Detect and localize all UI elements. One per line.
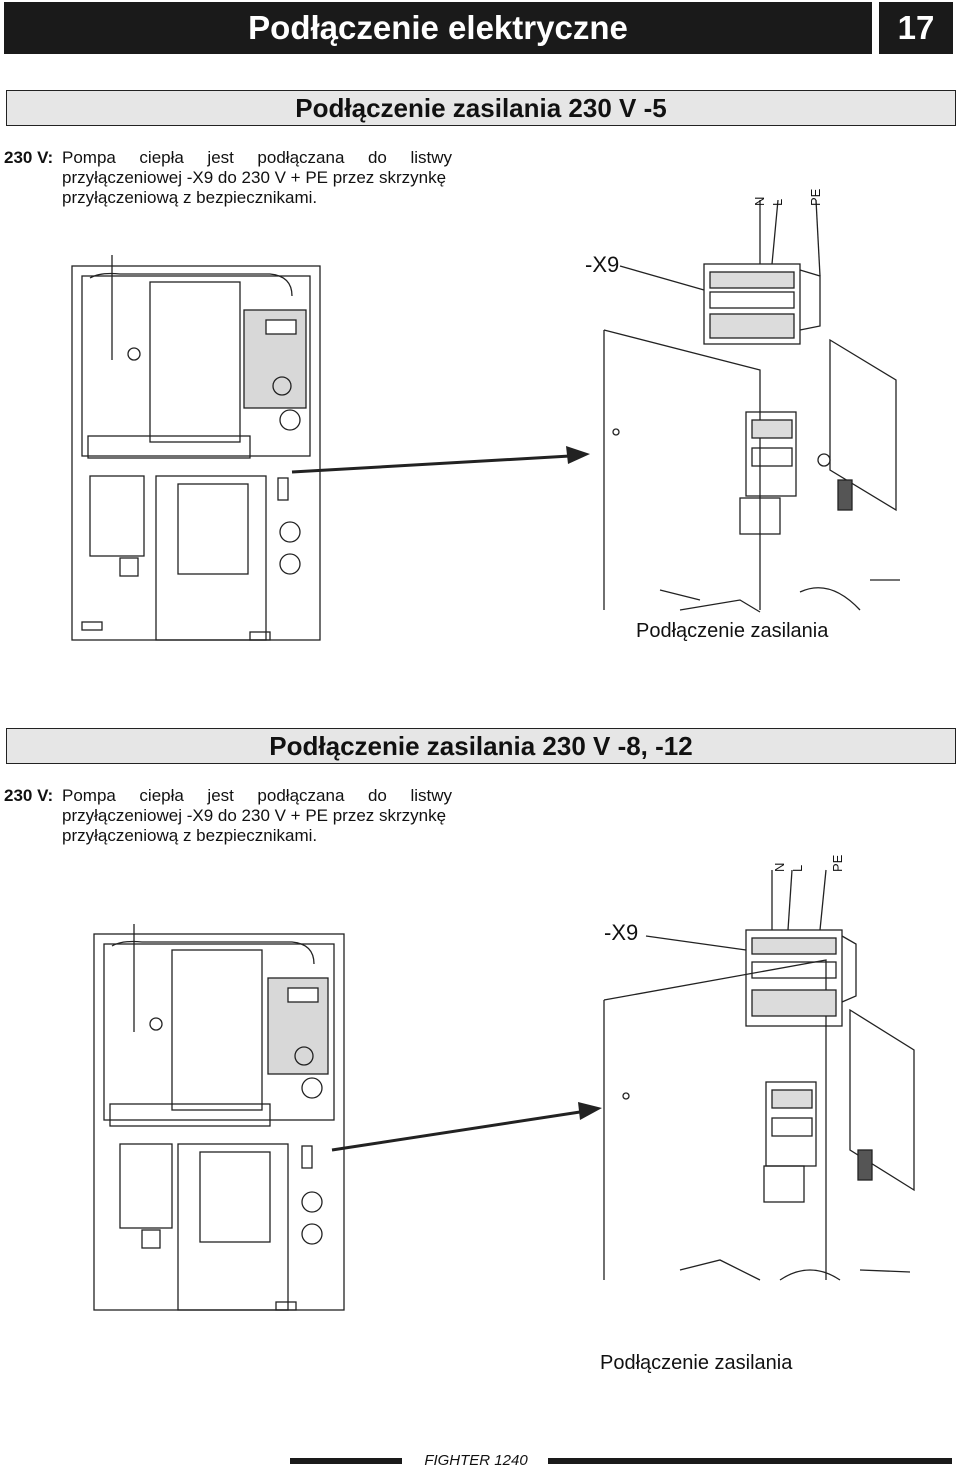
footer-product-name: FIGHTER 1240 (424, 1452, 528, 1469)
text-line: przyłączeniowej -X9 do 230 V + PE przez … (62, 806, 447, 825)
wire-label-l: L (770, 198, 785, 206)
section-text-2: 230 V: Pompa ciepła jest podłączana do l… (4, 786, 452, 846)
wire-label-pe: PE (830, 854, 845, 872)
wire-label-l: L (790, 864, 805, 872)
wiring-diagram-2 (93, 869, 915, 1311)
section-title-2: Podłączenie zasilania 230 V -8, -12 (6, 728, 956, 764)
text-line: Pompa ciepła jest podłączana do listwy (62, 148, 452, 167)
page-number: 17 (879, 2, 953, 54)
section-text-1: 230 V: Pompa ciepła jest podłączana do l… (4, 148, 452, 208)
text-line: przyłączeniowej -X9 do 230 V + PE przez … (62, 168, 447, 187)
wire-label-n: N (752, 196, 767, 206)
voltage-label: 230 V: (4, 786, 54, 805)
header-bar (4, 2, 872, 54)
section-title-1: Podłączenie zasilania 230 V -5 (6, 90, 956, 126)
text-line: przyłączeniową z bezpiecznikami. (62, 188, 318, 207)
text-line: przyłączeniową z bezpiecznikami. (62, 826, 318, 845)
terminal-label: -X9 (585, 252, 620, 277)
wire-label-n: N (772, 862, 787, 872)
wire-label-pe: PE (808, 188, 823, 206)
voltage-label: 230 V: (4, 148, 54, 167)
figure-caption-2: Podłączenie zasilania (600, 1352, 793, 1374)
figure-caption-1: Podłączenie zasilania (636, 620, 829, 642)
wiring-diagram-1 (71, 199, 900, 641)
terminal-label: -X9 (604, 920, 639, 945)
text-line: Pompa ciepła jest podłączana do listwy (62, 786, 452, 805)
page-title: Podłączenie elektryczne (248, 9, 628, 46)
footer-rule-right (548, 1458, 952, 1464)
footer-rule-left (290, 1458, 402, 1464)
